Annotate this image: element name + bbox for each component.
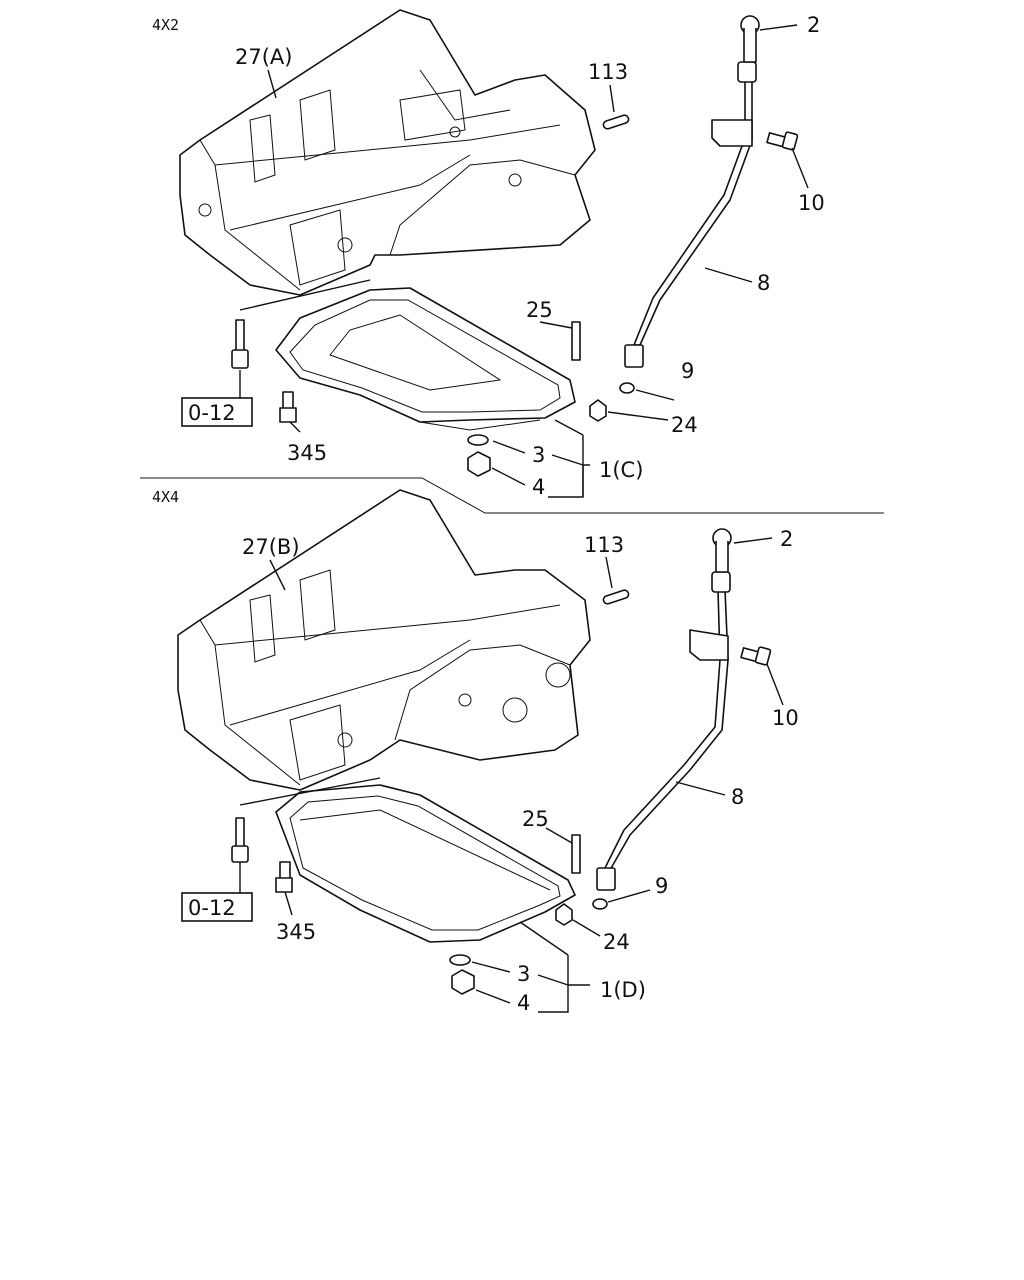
label-stud: 25 bbox=[526, 298, 553, 322]
dowel-pin bbox=[602, 589, 630, 605]
leader-lines bbox=[239, 24, 809, 498]
label-oring: 9 bbox=[681, 359, 694, 383]
label-oring: 9 bbox=[655, 874, 668, 898]
upper-oil-pan-block bbox=[179, 9, 596, 296]
ref-box bbox=[181, 397, 253, 427]
o-ring-9 bbox=[619, 382, 635, 394]
label-nut: 24 bbox=[671, 413, 698, 437]
label-plug: 4 bbox=[517, 991, 530, 1015]
bolt-0-12 bbox=[231, 817, 249, 863]
part-labels: 27(B) 113 2 10 8 25 9 0-12 345 24 3 1(D)… bbox=[181, 527, 799, 1015]
label-cap: 2 bbox=[807, 13, 820, 37]
label-washer: 3 bbox=[517, 962, 530, 986]
label-block: 27(A) bbox=[235, 45, 292, 69]
bolt-0-12 bbox=[231, 319, 249, 369]
part-labels: 27(A) 113 2 10 8 25 9 0-12 345 24 3 1(C)… bbox=[181, 13, 825, 499]
label-washer: 3 bbox=[532, 443, 545, 467]
bolt-10 bbox=[766, 131, 799, 151]
leader-lines bbox=[239, 537, 784, 1013]
o-ring-9 bbox=[592, 898, 608, 910]
label-bolt-ref: 0-12 bbox=[188, 401, 236, 425]
label-block: 27(B) bbox=[242, 535, 300, 559]
section-4x2: 4X2 bbox=[152, 9, 825, 499]
label-bolt345: 345 bbox=[287, 441, 327, 465]
label-bolt10: 10 bbox=[772, 706, 799, 730]
label-cap: 2 bbox=[780, 527, 793, 551]
bolt-10 bbox=[740, 646, 772, 666]
section-4x4: 4X4 bbox=[152, 488, 799, 1015]
dipstick-tube bbox=[624, 15, 760, 368]
label-dowel: 113 bbox=[588, 60, 628, 84]
label-nut: 24 bbox=[603, 930, 630, 954]
label-bolt-ref: 0-12 bbox=[188, 896, 236, 920]
upper-oil-pan-block bbox=[177, 489, 591, 791]
label-pan: 1(C) bbox=[599, 458, 643, 482]
label-bolt10: 10 bbox=[798, 191, 825, 215]
ref-box bbox=[181, 892, 253, 922]
section-title: 4X2 bbox=[152, 16, 179, 34]
lower-oil-pan bbox=[275, 287, 607, 477]
dipstick-tube bbox=[596, 528, 732, 891]
label-tube: 8 bbox=[731, 785, 744, 809]
section-divider bbox=[140, 477, 884, 514]
label-dowel: 113 bbox=[584, 533, 624, 557]
label-stud: 25 bbox=[522, 807, 549, 831]
section-title: 4X4 bbox=[152, 488, 179, 506]
label-bolt345: 345 bbox=[276, 920, 316, 944]
lower-oil-pan bbox=[275, 784, 581, 995]
label-tube: 8 bbox=[757, 271, 770, 295]
label-pan: 1(D) bbox=[600, 978, 646, 1002]
label-plug: 4 bbox=[532, 475, 545, 499]
dowel-pin bbox=[602, 114, 630, 130]
